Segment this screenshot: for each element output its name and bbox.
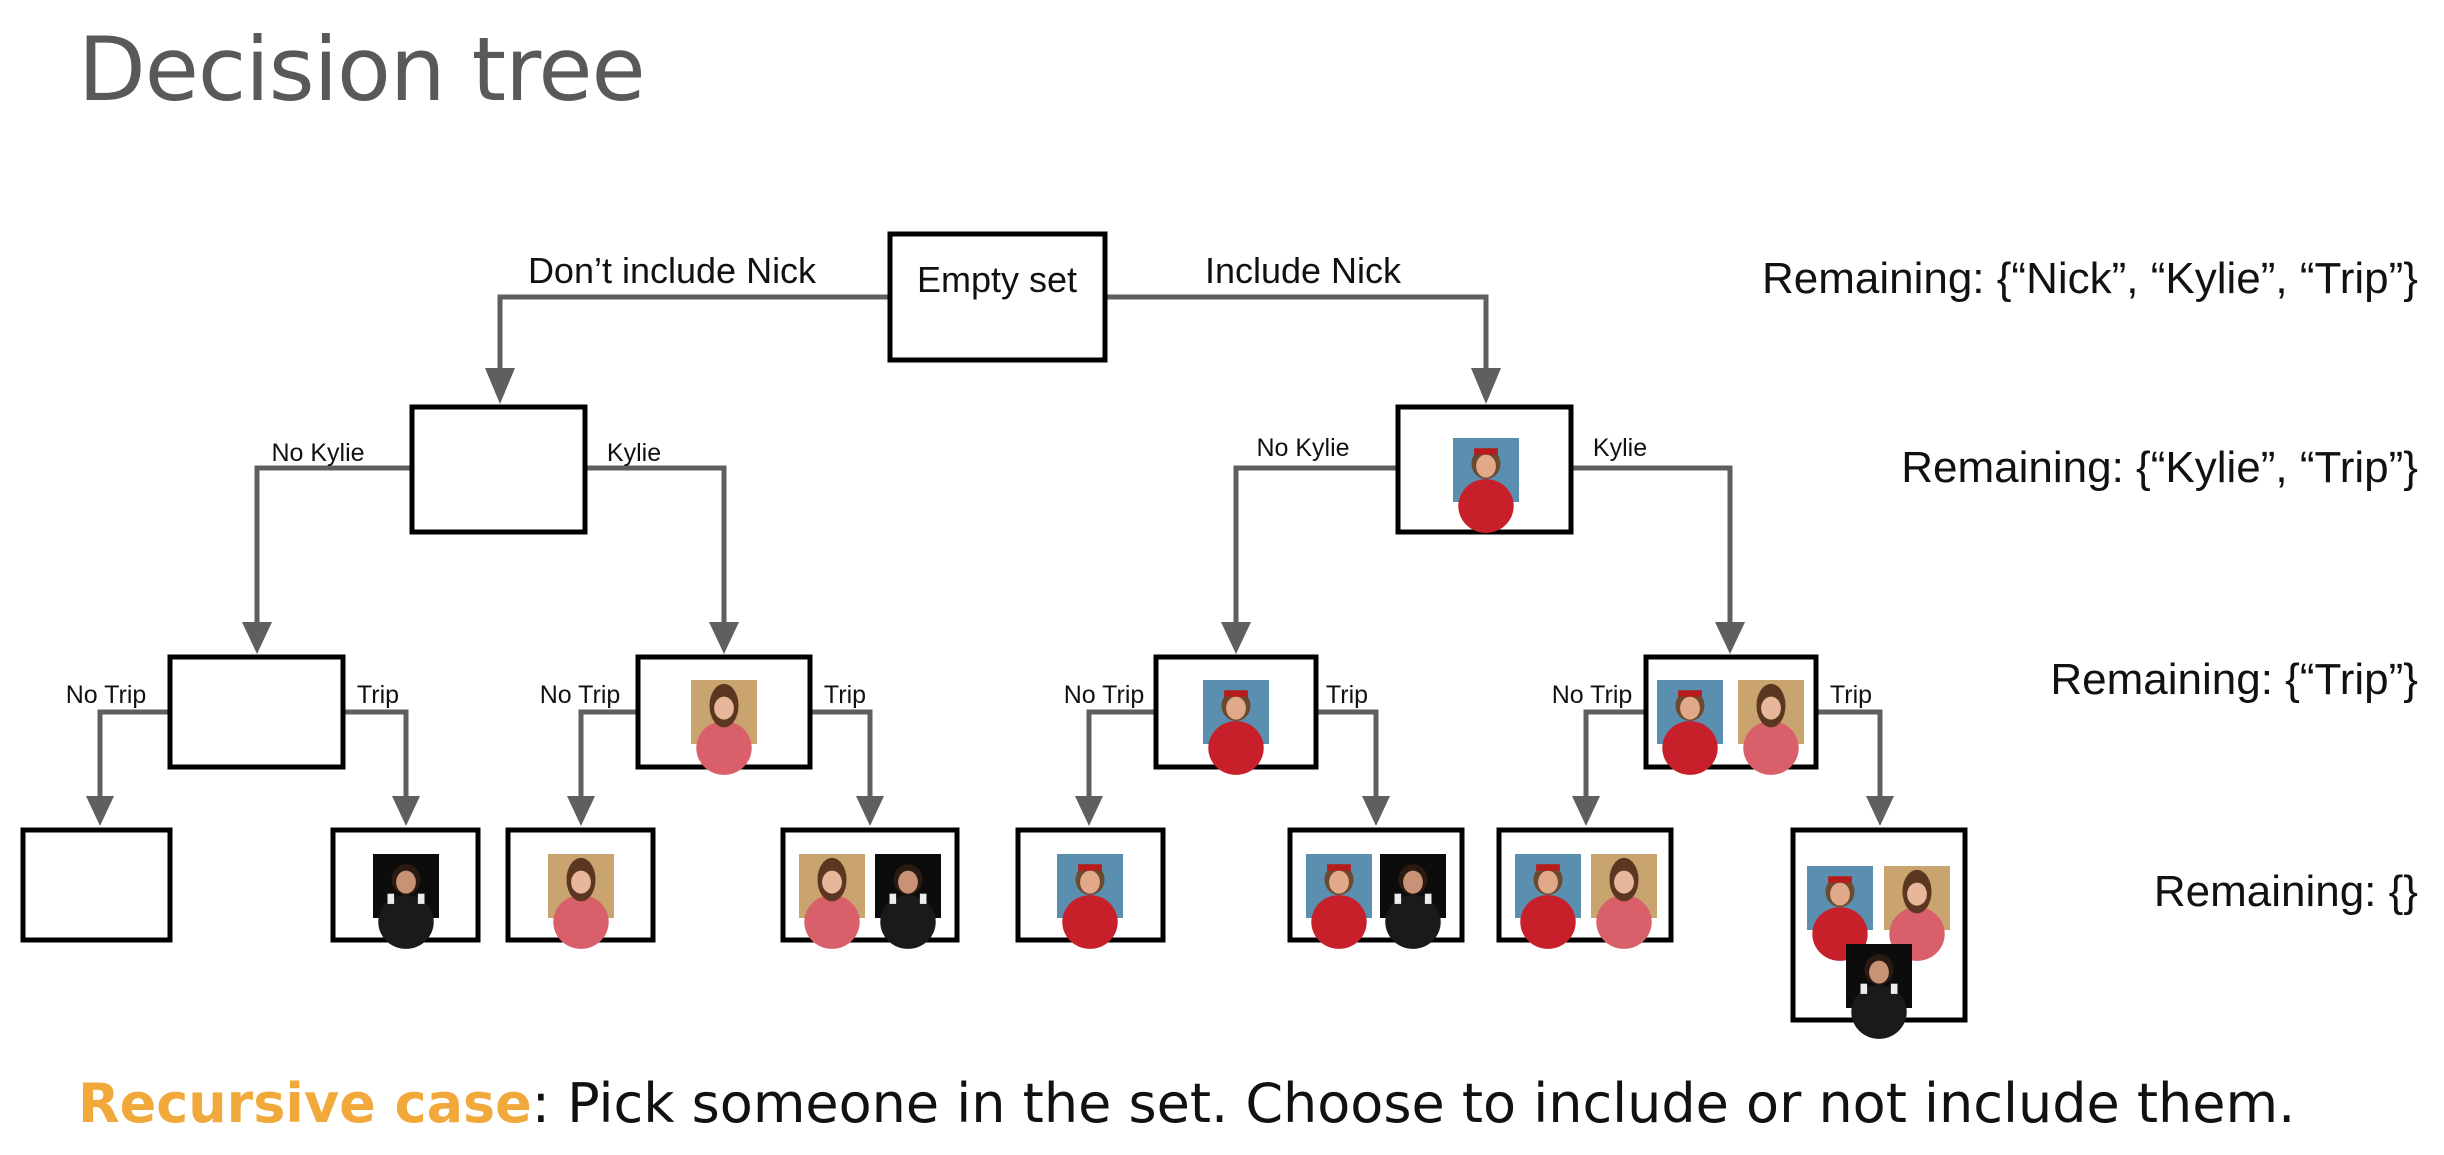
node-l2-empty [167,654,346,770]
edge-l1b-left [1233,465,1398,626]
arrowhead [567,796,595,826]
edge-label-trip: Trip [1830,681,1872,709]
arrowhead [1075,796,1103,826]
recursive-case-highlight: Recursive case [78,1072,532,1135]
kylie-photo [548,854,614,949]
arrowhead [1221,622,1251,654]
edge-label-kylie: Kylie [607,439,661,467]
edge-label-no-kylie: No Kylie [271,439,364,467]
root-label: Empty set [917,259,1077,300]
edge-label-no-trip: No Trip [66,681,147,709]
edge-label-trip: Trip [357,681,399,709]
arrowhead [856,796,884,826]
labels: Empty set Don’t include Nick Include Nic… [66,250,2418,916]
edge-root-right [1105,294,1489,372]
edge-label-no-trip: No Trip [1064,681,1145,709]
trip-photo [1380,854,1446,949]
edge-l2c-left [1086,709,1156,800]
edge-label-no-kylie: No Kylie [1256,434,1349,462]
node-boxes [20,231,1968,1023]
recursive-case-text: : Pick someone in the set. Choose to inc… [531,1072,2296,1135]
remaining-level-0: Remaining: {“Nick”, “Kylie”, “Trip”} [1762,254,2418,303]
arrowhead [86,796,114,826]
arrowhead [392,796,420,826]
edge-label-no-trip: No Trip [1552,681,1633,709]
trip-photo [1846,944,1912,1039]
node-root [887,231,1108,363]
edge-l2a-left [97,709,170,800]
arrowhead [1471,368,1501,404]
remaining-level-1: Remaining: {“Kylie”, “Trip”} [1901,443,2418,492]
nick-photo [1515,854,1581,949]
edge-l2b-right [810,709,873,800]
nick-photo [1203,680,1269,775]
edge-root-left [497,294,890,372]
connectors [97,294,1883,800]
edge-label-kylie: Kylie [1593,434,1647,462]
recursive-case-note: Recursive case: Pick someone in the set.… [78,1072,2295,1135]
arrowhead [709,622,739,654]
kylie-photo [691,680,757,775]
remaining-level-2: Remaining: {“Trip”} [2050,655,2418,704]
edge-label-dont-include-nick: Don’t include Nick [528,250,817,291]
photos [373,438,1950,1039]
edge-label-include-nick: Include Nick [1205,250,1402,291]
arrowhead [1715,622,1745,654]
edge-label-no-trip: No Trip [540,681,621,709]
arrowhead [1572,796,1600,826]
arrowhead [1362,796,1390,826]
edge-l2d-left [1583,709,1646,800]
node-l1-no-nick [409,404,588,535]
nick-photo [1057,854,1123,949]
edge-l2a-right [343,709,409,800]
arrowhead [1866,796,1894,826]
edge-l1b-right [1571,465,1733,626]
nick-photo [1306,854,1372,949]
arrowhead [485,368,515,404]
edge-l2b-left [578,709,638,800]
edge-l1a-left [254,465,412,626]
edge-l2c-right [1316,709,1379,800]
trip-photo [875,854,941,949]
kylie-photo [1738,680,1804,775]
remaining-level-3: Remaining: {} [2154,867,2418,916]
kylie-photo [1591,854,1657,949]
decision-tree-diagram: Empty set Don’t include Nick Include Nic… [20,231,2418,1039]
nick-photo [1453,438,1519,533]
node-l3-empty [20,827,173,943]
edge-label-trip: Trip [824,681,866,709]
nick-photo [1657,680,1723,775]
arrowhead [242,622,272,654]
edge-l2d-right [1816,709,1883,800]
arrowheads [86,368,1894,826]
page-title: Decision tree [78,18,646,121]
edge-l1a-right [585,465,727,626]
edge-label-trip: Trip [1326,681,1368,709]
kylie-photo [799,854,865,949]
trip-photo [373,854,439,949]
